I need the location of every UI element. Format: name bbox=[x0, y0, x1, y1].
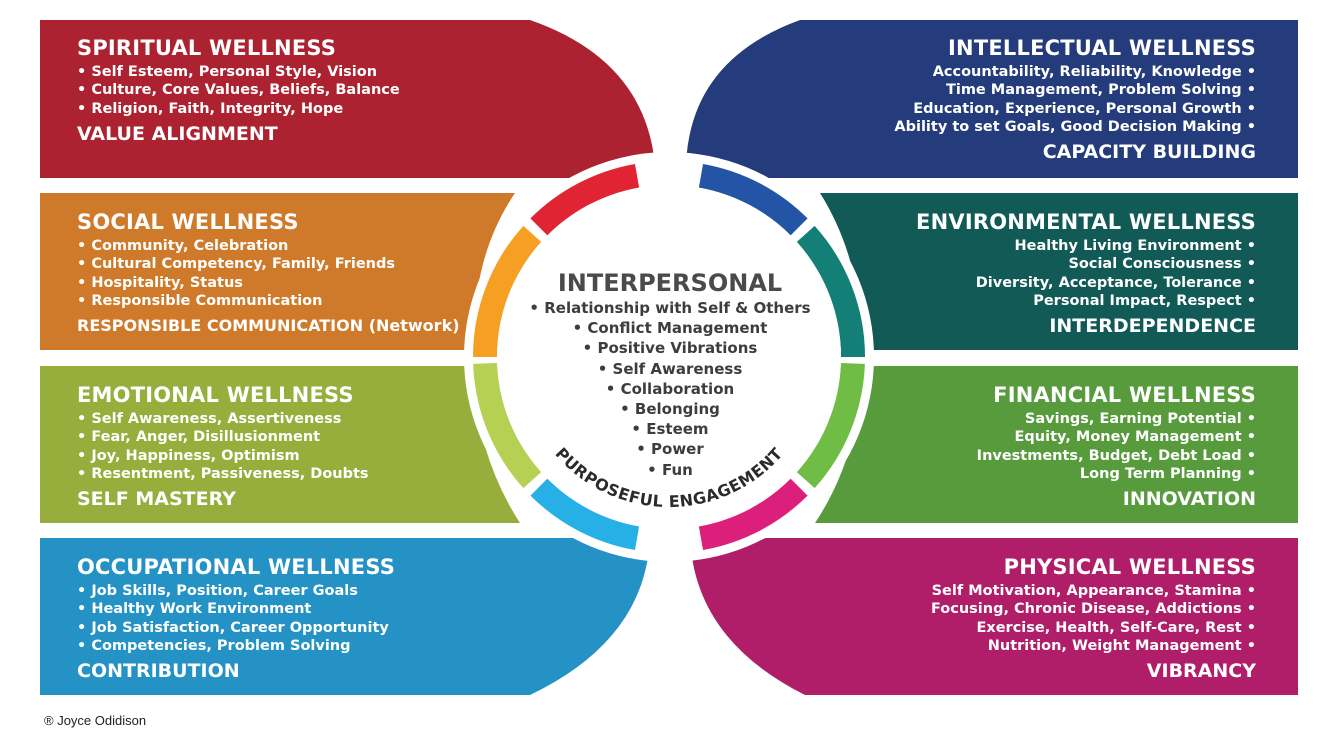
social-item: • Community, Celebration bbox=[77, 238, 289, 254]
color-ring bbox=[473, 163, 865, 551]
financial-title: FINANCIAL WELLNESS bbox=[993, 383, 1256, 407]
physical-title: PHYSICAL WELLNESS bbox=[1003, 555, 1256, 579]
emotional-title: EMOTIONAL WELLNESS bbox=[77, 383, 354, 407]
interpersonal-item: • Fun bbox=[647, 460, 693, 479]
environmental-ring-segment bbox=[796, 225, 865, 357]
spiritual-item: • Self Esteem, Personal Style, Vision bbox=[77, 64, 378, 80]
financial-subtitle: INNOVATION bbox=[1122, 488, 1256, 511]
occupational-panel: OCCUPATIONAL WELLNESS • Job Skills, Posi… bbox=[77, 554, 395, 683]
physical-item: Self Motivation, Appearance, Stamina • bbox=[931, 583, 1256, 599]
financial-item: Investments, Budget, Debt Load • bbox=[976, 447, 1256, 464]
copyright-text: ® Joyce Odidison bbox=[44, 713, 147, 728]
spiritual-item: • Religion, Faith, Integrity, Hope bbox=[77, 100, 344, 117]
interpersonal-item: • Self Awareness bbox=[597, 359, 743, 378]
intellectual-item: Time Management, Problem Solving • bbox=[945, 82, 1256, 99]
social-item: • Cultural Competency, Family, Friends bbox=[77, 256, 395, 273]
interpersonal-title: INTERPERSONAL bbox=[557, 269, 783, 297]
spiritual-item: • Culture, Core Values, Beliefs, Balance bbox=[77, 82, 400, 99]
social-panel: SOCIAL WELLNESS • Community, Celebration… bbox=[77, 209, 460, 338]
social-band bbox=[40, 193, 515, 350]
occupational-band bbox=[40, 538, 650, 695]
intellectual-item: Accountability, Reliability, Knowledge • bbox=[932, 64, 1256, 80]
occupational-title: OCCUPATIONAL WELLNESS bbox=[77, 555, 396, 579]
emotional-item: • Resentment, Passiveness, Doubts bbox=[77, 465, 369, 482]
interpersonal-item: • Power bbox=[636, 440, 704, 459]
center-circle bbox=[497, 185, 841, 529]
financial-item: Equity, Money Management • bbox=[1014, 429, 1257, 446]
emotional-band bbox=[40, 366, 520, 523]
environmental-title: ENVIRONMENTAL WELLNESS bbox=[916, 210, 1256, 234]
physical-band bbox=[690, 538, 1298, 695]
environmental-item: Social Consciousness • bbox=[1068, 256, 1256, 273]
social-item: • Responsible Communication bbox=[77, 292, 323, 309]
emotional-item: • Joy, Happiness, Optimism bbox=[77, 447, 300, 464]
emotional-item: • Self Awareness, Assertiveness bbox=[77, 411, 342, 427]
interpersonal-item: • Collaboration bbox=[605, 379, 735, 398]
environmental-band bbox=[820, 193, 1298, 350]
financial-item: Long Term Planning • bbox=[1079, 465, 1256, 482]
physical-item: Focusing, Chronic Disease, Addictions • bbox=[930, 601, 1256, 618]
occupational-item: • Competencies, Problem Solving bbox=[77, 637, 351, 654]
intellectual-subtitle: CAPACITY BUILDING bbox=[1042, 141, 1256, 164]
spiritual-title: SPIRITUAL WELLNESS bbox=[77, 36, 337, 60]
occupational-subtitle: CONTRIBUTION bbox=[77, 660, 240, 683]
emotional-panel: EMOTIONAL WELLNESS • Self Awareness, Ass… bbox=[77, 382, 369, 511]
intellectual-band bbox=[686, 20, 1298, 178]
social-subtitle: RESPONSIBLE COMMUNICATION (Network) bbox=[77, 316, 460, 336]
physical-panel: PHYSICAL WELLNESS Self Motivation, Appea… bbox=[931, 554, 1256, 683]
environmental-panel: ENVIRONMENTAL WELLNESS Healthy Living En… bbox=[916, 209, 1256, 338]
spiritual-band bbox=[40, 20, 655, 178]
spiritual-ring-segment bbox=[530, 163, 640, 236]
environmental-subtitle: INTERDEPENDENCE bbox=[1049, 315, 1256, 338]
spiritual-panel: SPIRITUAL WELLNESS • Self Esteem, Person… bbox=[77, 35, 400, 146]
intellectual-title: INTELLECTUAL WELLNESS bbox=[948, 36, 1256, 60]
intellectual-item: Education, Experience, Personal Growth • bbox=[913, 100, 1256, 117]
physical-item: Exercise, Health, Self-Care, Rest • bbox=[976, 619, 1256, 636]
emotional-subtitle: SELF MASTERY bbox=[77, 488, 236, 511]
intellectual-panel: INTELLECTUAL WELLNESS Accountability, Re… bbox=[894, 35, 1256, 164]
spiritual-subtitle: VALUE ALIGNMENT bbox=[77, 122, 278, 145]
financial-ring-segment bbox=[796, 363, 865, 489]
financial-panel: FINANCIAL WELLNESS Savings, Earning Pote… bbox=[977, 382, 1256, 511]
occupational-item: • Healthy Work Environment bbox=[77, 601, 312, 618]
interpersonal-item: • Esteem bbox=[631, 420, 709, 439]
financial-band bbox=[815, 366, 1298, 523]
occupational-item: • Job Skills, Position, Career Goals bbox=[77, 583, 358, 599]
physical-item: Nutrition, Weight Management • bbox=[987, 637, 1256, 654]
social-ring-segment bbox=[473, 225, 542, 357]
interpersonal-item: • Positive Vibrations bbox=[582, 339, 758, 358]
interpersonal-item: • Conflict Management bbox=[572, 319, 768, 338]
intellectual-ring-segment bbox=[698, 163, 808, 236]
occupational-ring-segment bbox=[530, 478, 640, 551]
emotional-item: • Fear, Anger, Disillusionment bbox=[77, 429, 321, 446]
emotional-ring-segment bbox=[473, 363, 542, 489]
occupational-item: • Job Satisfaction, Career Opportunity bbox=[77, 619, 389, 636]
interpersonal-block: INTERPERSONAL • Relationship with Self &… bbox=[520, 268, 820, 480]
intellectual-item: Ability to set Goals, Good Decision Maki… bbox=[894, 118, 1256, 135]
physical-ring-segment bbox=[698, 478, 808, 551]
physical-subtitle: VIBRANCY bbox=[1146, 660, 1256, 683]
environmental-item: Healthy Living Environment • bbox=[1014, 238, 1256, 254]
social-title: SOCIAL WELLNESS bbox=[77, 210, 299, 234]
interpersonal-item: • Relationship with Self & Others bbox=[529, 299, 811, 317]
environmental-item: Diversity, Acceptance, Tolerance • bbox=[975, 274, 1256, 291]
financial-item: Savings, Earning Potential • bbox=[1024, 411, 1256, 427]
social-item: • Hospitality, Status bbox=[77, 274, 243, 291]
environmental-item: Personal Impact, Respect • bbox=[1033, 292, 1256, 309]
interpersonal-item: • Belonging bbox=[620, 400, 720, 419]
